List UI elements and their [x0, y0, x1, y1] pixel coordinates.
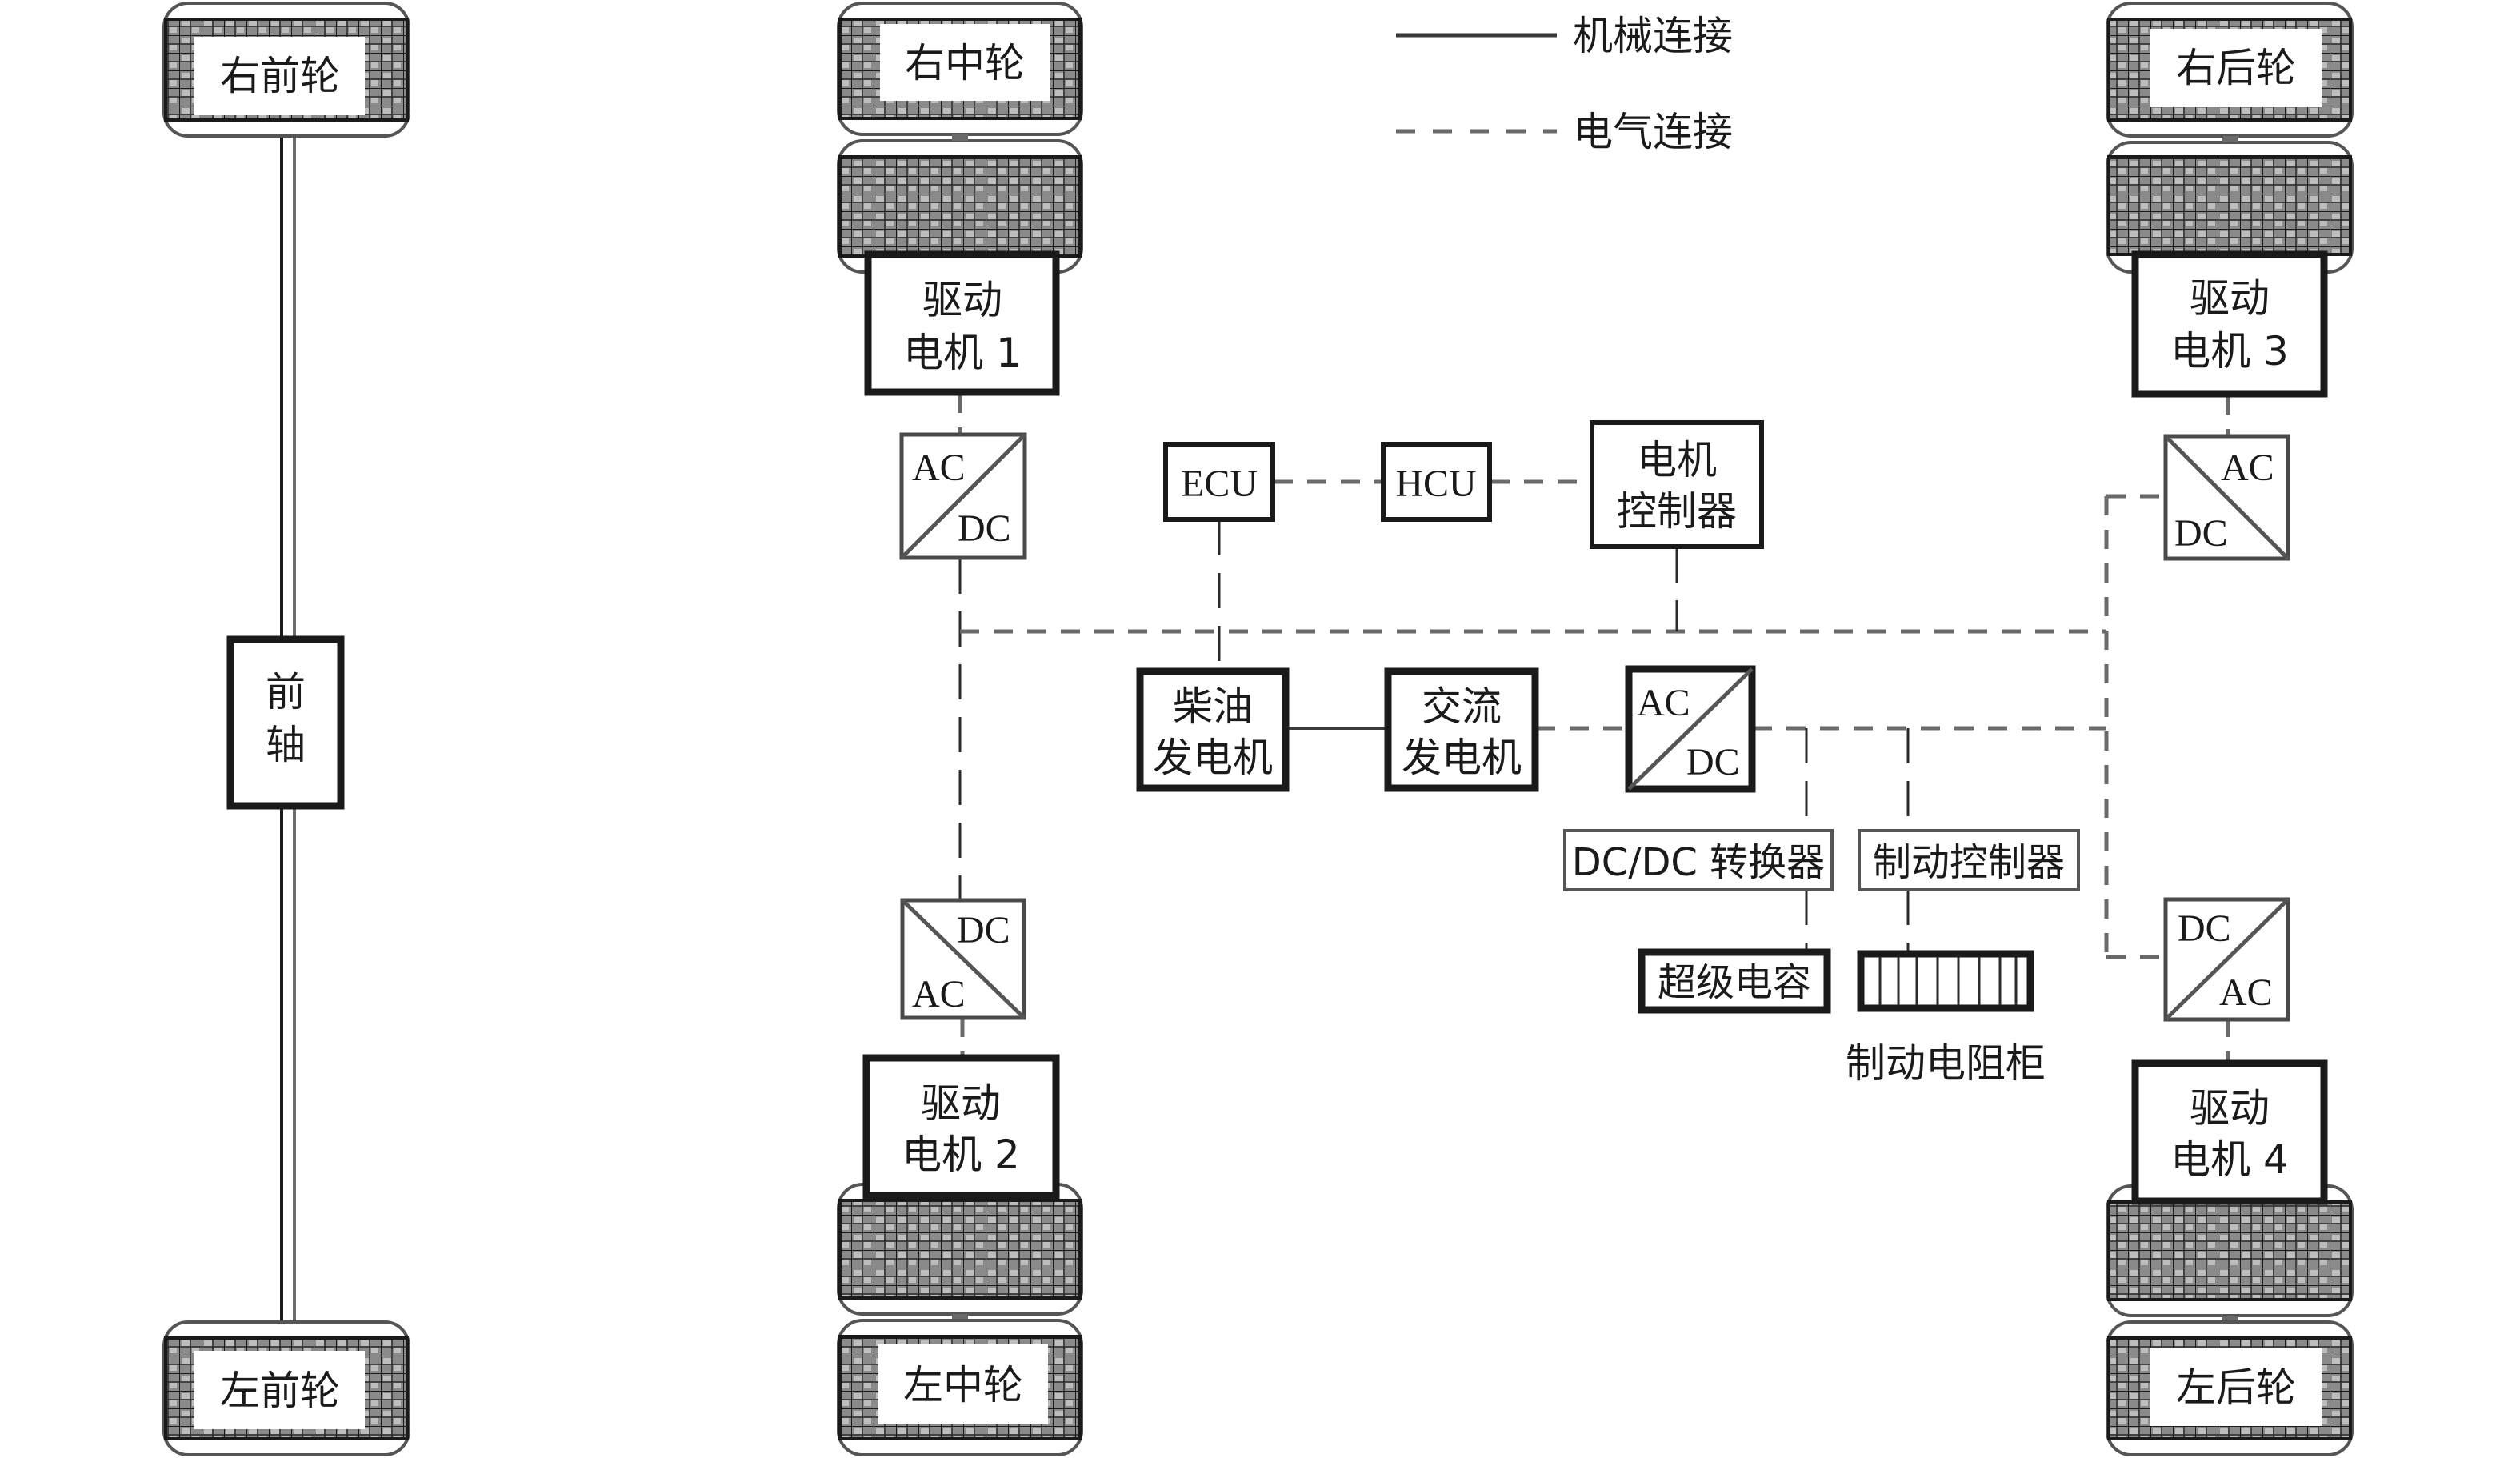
drive-motor-1[interactable]: 驱动 电机 1 [864, 250, 1060, 396]
converter-dc-ac-4[interactable]: DC AC [2163, 897, 2290, 1022]
hcu-label: HCU [1395, 463, 1476, 505]
wheel-rear-left[interactable]: 左后轮 [2106, 1320, 2354, 1456]
wheel-middle-right[interactable]: 右中轮 [837, 2, 1083, 136]
brake-resistor-cabinet[interactable] [1857, 950, 2034, 1012]
diesel-generator-label-2: 发电机 [1153, 735, 1273, 781]
converter-ac-dc-3[interactable]: AC DC [2163, 434, 2290, 561]
wheel-label: 右中轮 [905, 40, 1025, 86]
converter-top-label: AC [912, 447, 966, 489]
wheel-rear-right[interactable]: 右后轮 [2106, 2, 2354, 138]
drive-motor-4[interactable]: 驱动 电机 4 [2131, 1059, 2328, 1205]
brake-controller-box[interactable]: 制动控制器 [1858, 829, 2080, 891]
motor-label-1: 驱动 [922, 277, 1002, 323]
wheel-front-left[interactable]: 左前轮 [162, 1320, 410, 1456]
ac-generator-box[interactable]: 交流 发电机 [1384, 667, 1539, 792]
ecu-box[interactable]: ECU [1163, 442, 1275, 522]
converter-bottom-label: AC [2219, 971, 2273, 1014]
converter-bottom-label: DC [958, 507, 1011, 550]
converter-top-label: AC [1637, 682, 1690, 724]
wheel-label: 右前轮 [220, 53, 340, 99]
electrical-wiring [958, 394, 2230, 1062]
ecu-label: ECU [1181, 463, 1258, 505]
front-axle-box[interactable]: 前 轴 [226, 635, 345, 810]
wheel-middle-left[interactable]: 左中轮 [837, 1319, 1083, 1456]
front-axle-label-2: 轴 [266, 722, 306, 768]
legend: 机械连接 电气连接 [1396, 13, 1733, 155]
wheel-label: 右后轮 [2176, 45, 2296, 91]
supercapacitor-box[interactable]: 超级电容 [1638, 948, 1831, 1014]
motor-controller-label-1: 电机 [1637, 437, 1717, 483]
converter-dc-ac-2[interactable]: DC AC [900, 898, 1026, 1020]
drive-motor-2[interactable]: 驱动 电机 2 [862, 1054, 1060, 1200]
wheel-middle-left-inner [837, 1183, 1083, 1320]
converter-ac-dc-1[interactable]: AC DC [899, 432, 1027, 560]
legend-electrical-label: 电气连接 [1573, 109, 1733, 155]
converter-bottom-label: AC [912, 973, 966, 1015]
converter-top-label: DC [2178, 907, 2231, 950]
converter-bottom-label: DC [2174, 512, 2228, 555]
wheel-label: 左后轮 [2176, 1364, 2296, 1411]
motor-label-2: 电机 2 [902, 1132, 1020, 1178]
ac-generator-label-2: 发电机 [1402, 735, 1522, 781]
dcdc-converter-label: DC/DC 转换器 [1572, 840, 1825, 885]
wheel-label: 左前轮 [220, 1368, 340, 1414]
wheel-front-right[interactable]: 右前轮 [162, 2, 410, 138]
motor-label-1: 驱动 [2190, 275, 2270, 322]
converter-top-label: DC [957, 909, 1010, 951]
motor-label-2: 电机 4 [2170, 1136, 2289, 1183]
hcu-box[interactable]: HCU [1381, 442, 1492, 522]
brake-resistor-label: 制动电阻柜 [1846, 1040, 2046, 1087]
diesel-generator-box[interactable]: 柴油 发电机 [1136, 667, 1290, 792]
wheel-rear-left-inner [2106, 1184, 2354, 1322]
drive-motor-3[interactable]: 驱动 电机 3 [2131, 250, 2328, 398]
legend-mechanical-label: 机械连接 [1573, 13, 1733, 59]
resistor-stripes [1878, 957, 2018, 1005]
motor-controller-box[interactable]: 电机 控制器 [1590, 420, 1764, 549]
motor-label-2: 电机 3 [2170, 328, 2289, 375]
brake-controller-label: 制动控制器 [1873, 840, 2065, 885]
front-axle-group: 右前轮 前 轴 左前轮 [162, 2, 410, 1456]
converter-ac-dc-generator[interactable]: AC DC [1625, 665, 1756, 793]
motor-label-2: 电机 1 [903, 330, 1022, 376]
diesel-generator-label-1: 柴油 [1173, 683, 1253, 730]
ac-generator-label-1: 交流 [1422, 683, 1502, 730]
motor-label-1: 驱动 [2190, 1085, 2270, 1132]
converter-top-label: AC [2221, 447, 2274, 489]
front-axle-label-1: 前 [266, 669, 306, 715]
supercapacitor-label: 超级电容 [1658, 960, 1811, 1005]
motor-controller-label-2: 控制器 [1617, 488, 1737, 535]
motor-label-1: 驱动 [921, 1080, 1001, 1127]
converter-bottom-label: DC [1686, 741, 1740, 783]
wheel-middle-right-inner [837, 134, 1083, 274]
wheel-label: 左中轮 [903, 1362, 1023, 1408]
dcdc-converter-box[interactable]: DC/DC 转换器 [1563, 829, 1834, 891]
